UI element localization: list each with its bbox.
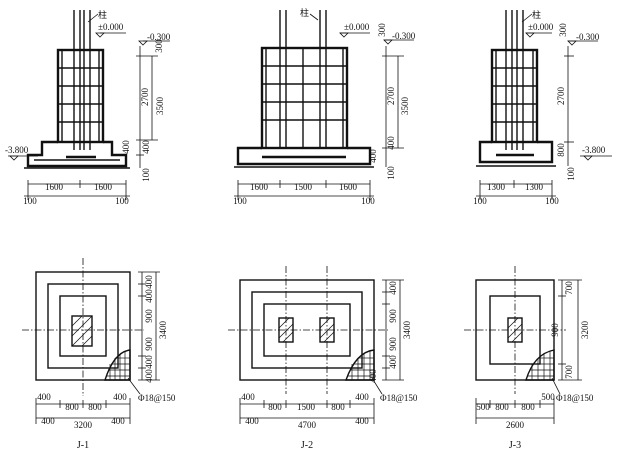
j2-pv-dim-400c: 400: [368, 369, 378, 383]
j3-ph-dim-500a: 500: [476, 402, 490, 412]
j1-ph-dim-3200: 3200: [74, 420, 93, 430]
j3-eh-dim-1300a: 1300: [487, 182, 506, 192]
j3-pv-dim-3200: 3200: [580, 321, 590, 340]
j2-pv-dim-400a: 400: [388, 281, 398, 295]
j1-elevation: 柱 ±0.000 -0.300 -3.800 300 2700 3500 400…: [5, 9, 171, 206]
j1-eh-dim-1600b: 1600: [94, 182, 113, 192]
j3-ph-dim-800a: 800: [495, 402, 509, 412]
j2-ev-dim-2700: 2700: [386, 87, 396, 106]
j3-pv-dim-700a: 700: [564, 281, 574, 295]
j2-ev-dim-3500: 3500: [400, 97, 410, 116]
j1-ev-dim-3500: 3500: [155, 97, 165, 116]
j3-pv-dim-700b: 700: [564, 365, 574, 379]
j2-eh-dim-1600a: 1600: [250, 182, 269, 192]
j1-level-minus-0-3: -0.300: [147, 32, 171, 42]
j1-eh-dim-100a: 100: [23, 196, 37, 206]
j1-ph-dim-800a: 800: [65, 402, 79, 412]
j2-ph-dim-1500: 1500: [297, 402, 316, 412]
j3-column-label: 柱: [532, 9, 541, 20]
j2-ev-dim-300: 300: [377, 23, 387, 37]
j2-ev-dim-400a: 400: [368, 149, 378, 163]
j2-eh-dim-100a: 100: [233, 196, 247, 206]
j1-eh-dim-100b: 100: [115, 196, 129, 206]
j2-eh-dim-1600b: 1600: [339, 182, 358, 192]
j3-rebar-note: Φ18@150: [556, 393, 594, 403]
j2-pv-dim-3400: 3400: [402, 321, 412, 340]
j1-pv-dim-400d: 400: [144, 369, 154, 383]
j3-ground-level: ±0.000: [528, 22, 554, 32]
j1-pv-dim-400a: 400: [144, 275, 154, 289]
j2-ph-dim-400d: 400: [355, 416, 369, 426]
j2-eh-dim-1500: 1500: [294, 182, 313, 192]
j1-pv-dim-400c: 400: [144, 355, 154, 369]
j2-ph-dim-800b: 800: [331, 402, 345, 412]
j2-ev-dim-100: 100: [386, 166, 396, 180]
j3-elevation: 柱 ±0.000 -0.300 -3.800 300 2700 800 100 …: [473, 9, 612, 206]
j1-pv-dim-900b: 900: [144, 337, 154, 351]
j3-ph-dim-800b: 800: [521, 402, 535, 412]
j1-ground-level: ±0.000: [98, 22, 124, 32]
j1-ev-dim-100: 100: [141, 168, 151, 182]
j1-ph-dim-400d: 400: [111, 416, 125, 426]
j3-ev-dim-2700: 2700: [556, 87, 566, 106]
j2-ph-dim-800a: 800: [268, 402, 282, 412]
j3-ev-dim-800: 800: [556, 143, 566, 157]
j2-ph-dim-400b: 400: [355, 392, 369, 402]
j2-rebar-note: Φ18@150: [380, 393, 418, 403]
j3-ph-dim-2600: 2600: [506, 420, 525, 430]
j1-ev-dim-300: 300: [154, 39, 164, 53]
j3-title: J-3: [509, 440, 521, 451]
j2-ph-dim-4700: 4700: [298, 420, 317, 430]
j2-plan: 400 900 3400 900 400 400 400 800 1500 80…: [228, 266, 418, 451]
j1-pv-dim-3400: 3400: [158, 321, 168, 340]
j2-column-label: 柱: [300, 7, 309, 18]
j3-ev-dim-100: 100: [566, 167, 576, 181]
j2-eh-dim-100b: 100: [361, 196, 375, 206]
j1-ph-dim-400a: 400: [37, 392, 51, 402]
j1-ph-dim-800b: 800: [88, 402, 102, 412]
j3-level-minus-0-3: -0.300: [576, 32, 600, 42]
j1-level-minus-3-8: -3.800: [5, 145, 29, 155]
j1-eh-dim-1600a: 1600: [45, 182, 64, 192]
j2-title: J-2: [301, 440, 313, 451]
j2-pv-dim-900a: 900: [388, 309, 398, 323]
j3-level-minus-3-8: -3.800: [582, 145, 606, 155]
j3-ph-dim-500b: 500: [541, 392, 555, 402]
j1-ph-dim-400c: 400: [41, 416, 55, 426]
j1-ev-dim-400a: 400: [121, 140, 131, 154]
j3-pv-dim-900: 900: [550, 323, 560, 337]
j2-level-minus-0-3: -0.300: [392, 31, 416, 41]
j2-ph-dim-400a: 400: [241, 392, 255, 402]
j2-ev-dim-400b: 400: [386, 136, 396, 150]
j1-ph-dim-400b: 400: [113, 392, 127, 402]
j2-pv-dim-400b: 400: [388, 355, 398, 369]
j2-ground-level: ±0.000: [344, 22, 370, 32]
j1-ev-dim-2700: 2700: [140, 88, 150, 107]
j1-plan: 400 400 900 3400 900 400 400 400 800 800…: [22, 258, 176, 451]
j1-pv-dim-400b: 400: [144, 289, 154, 303]
j1-title: J-1: [77, 440, 89, 451]
j2-pv-dim-900b: 900: [388, 337, 398, 351]
j3-eh-dim-100a: 100: [473, 196, 487, 206]
j1-pv-dim-900a: 900: [144, 309, 154, 323]
j2-elevation: 柱 ±0.000 -0.300 300 2700 3500 400 400 10…: [233, 7, 415, 206]
j1-rebar-note: Φ18@150: [138, 393, 176, 403]
j3-eh-dim-1300b: 1300: [525, 182, 544, 192]
j3-plan: 700 900 3200 700 500 800 800 500 2600 Φ1…: [464, 266, 594, 451]
j3-eh-dim-100b: 100: [545, 196, 559, 206]
j2-ph-dim-400c: 400: [245, 416, 259, 426]
j1-column-label: 柱: [98, 9, 107, 20]
j3-ev-dim-300: 300: [558, 23, 568, 37]
j1-ev-dim-400b: 400: [141, 140, 151, 154]
